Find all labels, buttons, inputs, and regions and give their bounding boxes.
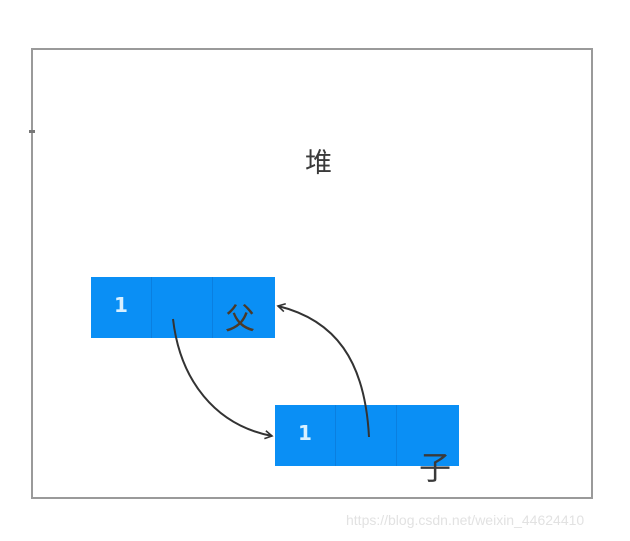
child-cell-value: 1	[275, 405, 336, 466]
stray-mark	[29, 130, 35, 133]
parent-cell-pointer	[152, 277, 213, 338]
heap-label: 堆	[305, 148, 332, 179]
child-value: 1	[298, 421, 312, 445]
child-label: 子	[419, 449, 452, 487]
watermark: https://blog.csdn.net/weixin_44624410	[346, 512, 585, 528]
child-cell-pointer	[336, 405, 397, 466]
parent-label: 父	[225, 302, 255, 337]
parent-value: 1	[114, 293, 128, 317]
parent-cell-value: 1	[91, 277, 152, 338]
